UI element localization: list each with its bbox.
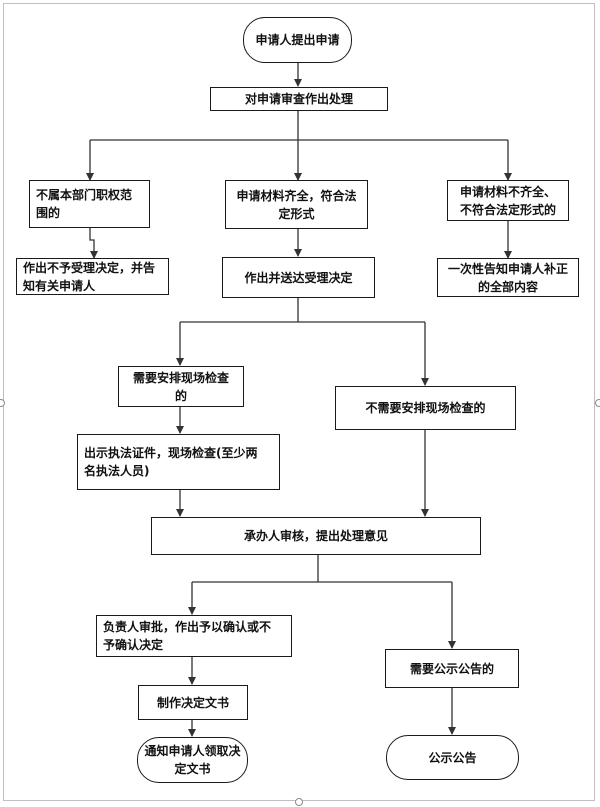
node-review[interactable]: 对申请审查作出处理 [210, 87, 388, 111]
node-notify-collect-label: 通知申请人领取决 定文书 [144, 744, 241, 776]
node-make-document-label: 制作决定文书 [156, 695, 229, 710]
node-incomplete[interactable]: 申请材料不齐全、 不符合法定形式的 [447, 180, 569, 221]
node-notify-collect[interactable]: 通知申请人领取决 定文书 [137, 737, 248, 783]
node-start-label: 申请人提出申请 [255, 33, 340, 47]
node-complete[interactable]: 申请材料齐全，符合法 定形式 [225, 180, 368, 229]
node-no-inspection-label: 不需要安排现场检查的 [365, 401, 486, 415]
node-start[interactable]: 申请人提出申请 [243, 17, 352, 63]
node-review-label: 对申请审查作出处理 [244, 92, 353, 106]
node-notify-supplement[interactable]: 一次性告知申请人补正 的全部内容 [437, 258, 579, 297]
node-need-inspection-label: 需要安排现场检查 的 [132, 370, 229, 403]
node-leader-approval-label: 负责人审批，作出予以确认或不 予确认决定 [103, 620, 272, 652]
node-publicity-label: 公示公告 [428, 750, 477, 765]
node-accept-label: 作出并送达受理决定 [244, 270, 353, 285]
node-leader-approval[interactable]: 负责人审批，作出予以确认或不 予确认决定 [96, 615, 292, 657]
page-handle-bottom[interactable] [295, 798, 303, 806]
node-complete-label: 申请材料齐全，符合法 定形式 [236, 188, 357, 221]
node-show-credentials[interactable]: 出示执法证件，现场检查(至少两 名执法人员) [77, 434, 280, 490]
node-accept[interactable]: 作出并送达受理决定 [222, 257, 375, 298]
node-publicity[interactable]: 公示公告 [386, 735, 519, 780]
arrow-scope-reject [89, 228, 98, 259]
node-reject-notice[interactable]: 作出不予受理决定，并告 知有关申请人 [16, 258, 169, 295]
node-reject-notice-label: 作出不予受理决定，并告 知有关申请人 [23, 260, 156, 293]
node-handler-review[interactable]: 承办人审核，提出处理意见 [151, 517, 481, 555]
node-handler-review-label: 承办人审核，提出处理意见 [243, 529, 388, 543]
node-need-publicity-label: 需要公示公告的 [409, 661, 494, 676]
node-out-of-scope-label: 不属本部门职权范 围的 [36, 188, 133, 220]
node-out-of-scope[interactable]: 不属本部门职权范 围的 [29, 180, 150, 228]
node-need-inspection[interactable]: 需要安排现场检查 的 [118, 366, 244, 407]
node-make-document[interactable]: 制作决定文书 [138, 685, 248, 720]
node-no-inspection[interactable]: 不需要安排现场检查的 [335, 386, 516, 430]
node-notify-supplement-label: 一次性告知申请人补正 的全部内容 [447, 261, 568, 294]
page-handle-right[interactable] [595, 399, 600, 407]
node-incomplete-label: 申请材料不齐全、 不符合法定形式的 [459, 184, 556, 217]
node-show-credentials-label: 出示执法证件，现场检查(至少两 名执法人员) [84, 446, 258, 478]
node-need-publicity[interactable]: 需要公示公告的 [385, 649, 519, 688]
page-handle-left[interactable] [0, 399, 5, 407]
